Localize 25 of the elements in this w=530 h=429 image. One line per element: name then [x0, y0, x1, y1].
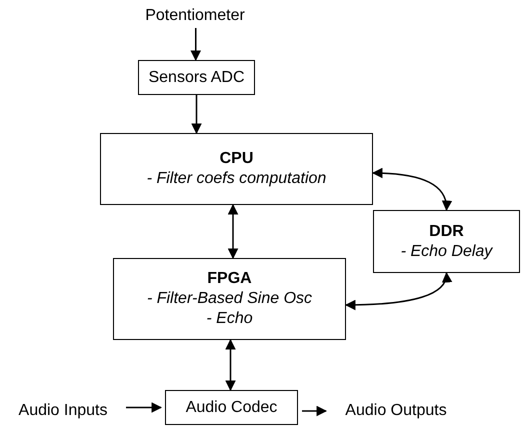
- box-description: - Echo: [206, 309, 253, 329]
- box-label: Audio Codec: [186, 398, 278, 418]
- arrow: [372, 168, 452, 212]
- box-title: FPGA: [207, 269, 252, 289]
- box-label: Sensors ADC: [148, 68, 245, 88]
- box-description: - Filter coefs computation: [146, 169, 326, 189]
- process-box: [138, 60, 255, 95]
- process-box: [113, 258, 346, 340]
- arrow: [228, 204, 238, 260]
- process-box: [165, 390, 298, 425]
- box-title: CPU: [220, 149, 254, 169]
- box-label: Audio Outputs: [345, 401, 447, 421]
- arrow: [126, 402, 162, 413]
- arrow: [190, 28, 201, 62]
- box-title: DDR: [429, 222, 464, 242]
- arrow: [302, 406, 328, 416]
- arrow: [225, 338, 236, 392]
- arrow: [191, 95, 202, 134]
- box-label: Audio Inputs: [18, 401, 108, 421]
- box-description: - Filter-Based Sine Osc: [146, 289, 312, 309]
- arrow: [344, 272, 451, 310]
- box-label: Potentiometer: [145, 6, 245, 26]
- process-box: [100, 133, 373, 205]
- process-box: [373, 210, 520, 273]
- box-description: - Echo Delay: [400, 242, 492, 262]
